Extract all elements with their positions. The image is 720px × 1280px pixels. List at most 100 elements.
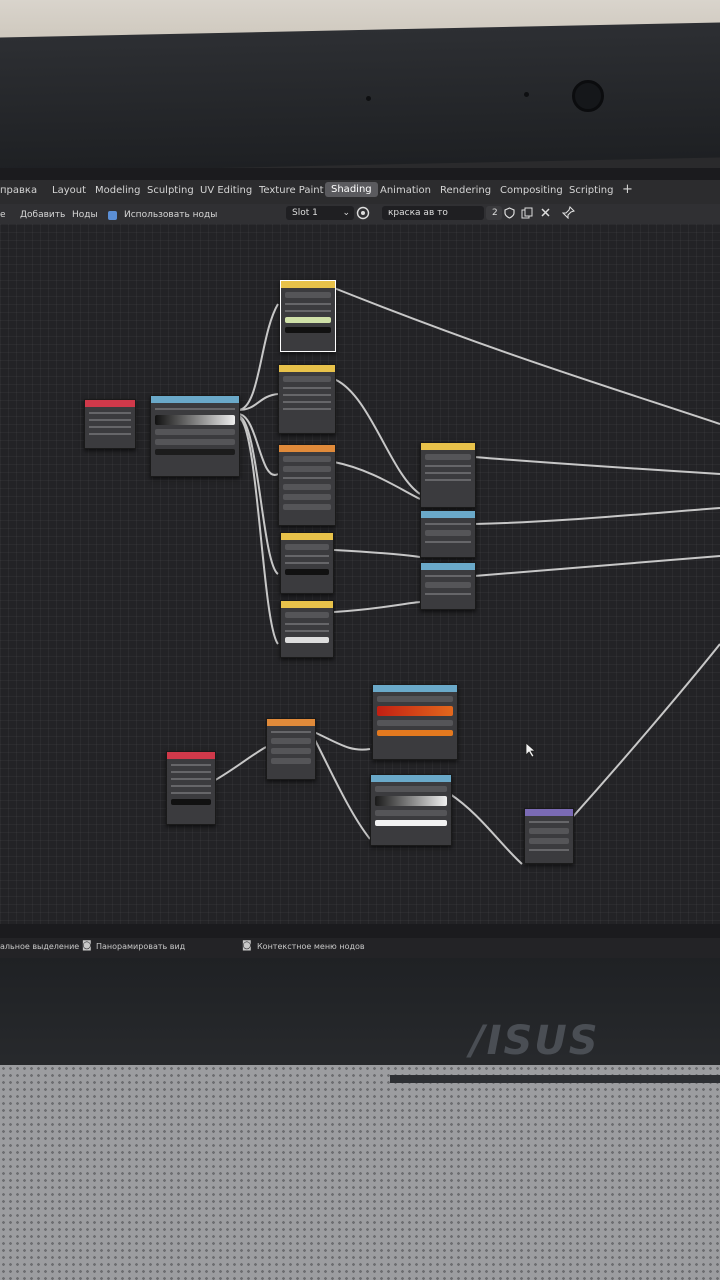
texture-coordinate-node-2[interactable] <box>166 751 216 825</box>
node-row <box>283 408 331 410</box>
pin-icon[interactable] <box>561 205 576 222</box>
node-field[interactable] <box>283 494 331 500</box>
node-field[interactable] <box>425 530 471 536</box>
slot-select[interactable]: Slot 1 ⌄ <box>286 206 354 220</box>
node-field[interactable] <box>271 738 311 744</box>
image-texture-node[interactable] <box>150 395 240 477</box>
tab-compositing[interactable]: Compositing <box>500 185 563 196</box>
tab-layout[interactable]: Layout <box>52 185 86 196</box>
node-field[interactable] <box>155 429 235 435</box>
node-header <box>279 365 335 372</box>
tab-animation[interactable]: Animation <box>380 185 431 196</box>
material-sphere-icon[interactable] <box>356 206 370 220</box>
status-select: альное выделение <box>0 942 80 951</box>
bump-node[interactable] <box>524 808 574 864</box>
color-ramp-gradient[interactable] <box>377 706 453 716</box>
menu-edit[interactable]: правка <box>0 185 38 196</box>
node-row <box>285 555 329 557</box>
tab-uv-editing[interactable]: UV Editing <box>200 185 253 196</box>
node-row <box>425 575 471 577</box>
color-swatch[interactable] <box>285 569 329 575</box>
mix-rgb-node-2[interactable] <box>278 364 336 434</box>
node-field[interactable] <box>529 838 569 844</box>
tab-texture-paint[interactable]: Texture Paint <box>259 185 324 196</box>
node-field[interactable] <box>377 720 453 726</box>
node-field[interactable] <box>285 544 329 550</box>
node-field[interactable] <box>285 612 329 618</box>
node-field[interactable] <box>377 696 453 702</box>
math-node-1[interactable] <box>420 510 476 558</box>
node-row <box>171 785 211 787</box>
node-header <box>279 445 335 452</box>
node-field[interactable] <box>171 799 211 805</box>
node-row <box>283 394 331 396</box>
node-row <box>425 479 471 481</box>
node-field[interactable] <box>271 758 311 764</box>
texture-coordinate-node[interactable] <box>84 399 136 449</box>
color-ramp-gradient[interactable] <box>375 796 447 806</box>
node-field[interactable] <box>529 828 569 834</box>
node-field[interactable] <box>271 748 311 754</box>
use-nodes-label: Использовать ноды <box>124 210 218 220</box>
node-editor-canvas[interactable] <box>0 224 720 924</box>
mix-rgb-node-4[interactable] <box>280 600 334 658</box>
noise-texture-node[interactable] <box>266 718 316 780</box>
tab-modeling[interactable]: Modeling <box>95 185 141 196</box>
user-count[interactable]: 2 <box>486 206 502 220</box>
node-header <box>421 511 475 518</box>
color-swatch[interactable] <box>285 327 331 333</box>
node-row <box>89 419 131 421</box>
math-node-2[interactable] <box>420 562 476 610</box>
mapping-node[interactable] <box>278 444 336 526</box>
node-field[interactable] <box>375 810 447 816</box>
menu-add[interactable]: Добавить <box>20 210 66 220</box>
tab-shading[interactable]: Shading <box>325 182 378 197</box>
node-field[interactable] <box>155 449 235 455</box>
close-icon[interactable] <box>540 207 551 221</box>
node-field[interactable] <box>425 582 471 588</box>
mouse-icon: ◙ <box>242 940 252 951</box>
tab-rendering[interactable]: Rendering <box>440 185 492 196</box>
menu-node[interactable]: Ноды <box>72 210 98 220</box>
screen: правка Layout Modeling Sculpting UV Edit… <box>0 168 720 958</box>
color-swatch[interactable] <box>375 820 447 826</box>
node-header <box>85 400 135 407</box>
color-swatch[interactable] <box>377 730 453 736</box>
node-field[interactable] <box>283 456 331 462</box>
node-field[interactable] <box>155 439 235 445</box>
node-field[interactable] <box>375 786 447 792</box>
menu-view[interactable]: е <box>0 210 6 220</box>
node-field[interactable] <box>283 466 331 472</box>
tab-sculpting[interactable]: Sculpting <box>147 185 194 196</box>
image-preview <box>155 415 235 425</box>
shield-icon[interactable] <box>504 207 515 222</box>
material-name-field[interactable]: краска ав то <box>382 206 484 220</box>
tab-scripting[interactable]: Scripting <box>569 185 614 196</box>
node-field[interactable] <box>283 376 331 382</box>
node-header <box>421 563 475 570</box>
node-header <box>421 443 475 450</box>
webcam-icon <box>572 80 604 112</box>
use-nodes-checkbox[interactable] <box>108 211 117 220</box>
dropdown-icon: ⌄ <box>342 208 350 218</box>
copy-icon[interactable] <box>521 207 533 222</box>
mix-rgb-node-1[interactable] <box>280 280 336 352</box>
plus-icon[interactable]: + <box>622 182 633 197</box>
mouse-icon: ◙ <box>82 940 92 951</box>
node-field[interactable] <box>425 454 471 460</box>
node-header <box>267 719 315 726</box>
mix-rgb-node-3[interactable] <box>280 532 334 594</box>
node-row <box>171 778 211 780</box>
node-field[interactable] <box>283 504 331 510</box>
color-swatch[interactable] <box>285 637 329 643</box>
color-swatch[interactable] <box>285 317 331 323</box>
node-row <box>285 562 329 564</box>
mix-shader-node[interactable] <box>420 442 476 508</box>
slot-value: Slot 1 <box>292 208 318 218</box>
cursor-icon <box>525 742 537 758</box>
color-ramp-node-1[interactable] <box>372 684 458 760</box>
node-field[interactable] <box>285 292 331 298</box>
node-field[interactable] <box>283 484 331 490</box>
node-row <box>529 849 569 851</box>
color-ramp-node-2[interactable] <box>370 774 452 846</box>
